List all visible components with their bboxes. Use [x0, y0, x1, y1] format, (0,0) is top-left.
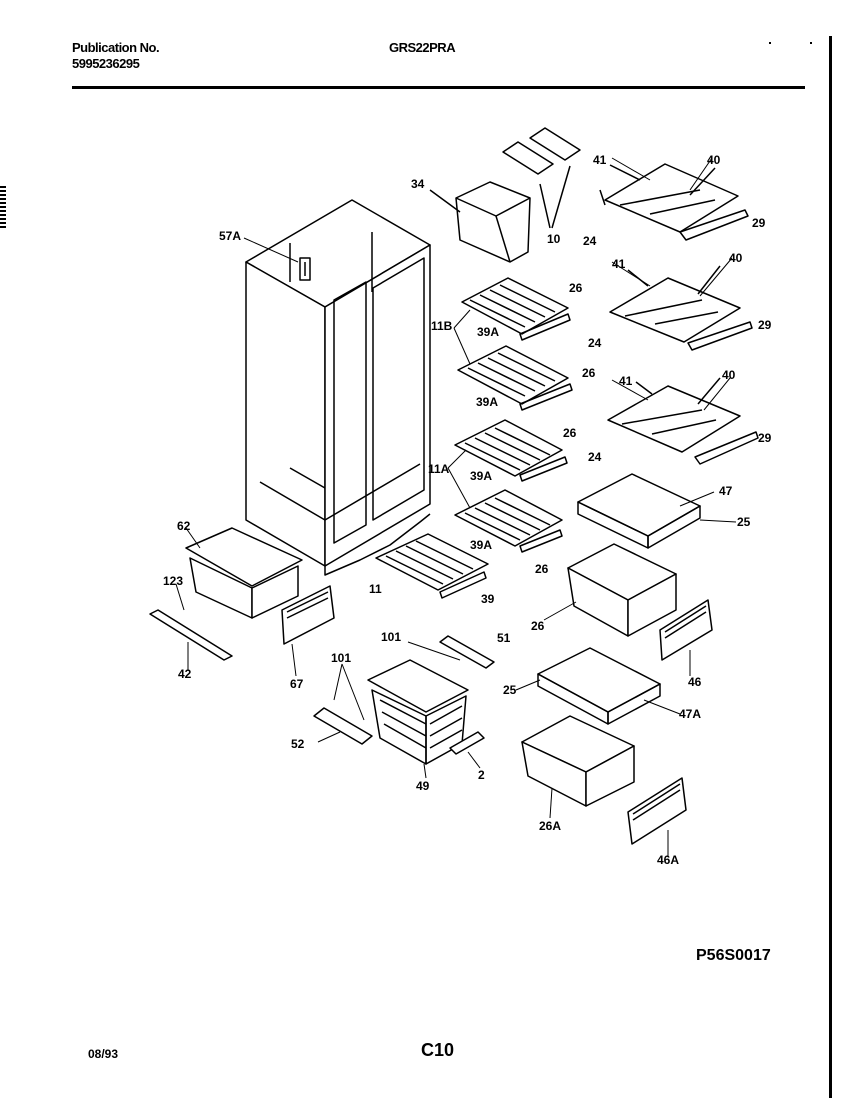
page-number: C10	[421, 1040, 455, 1060]
part-label-28: 39A	[476, 395, 498, 409]
part-label-11: 11	[369, 582, 382, 596]
part-label-46a: 46A	[657, 853, 679, 867]
bar-52	[313, 707, 373, 745]
part-label-101: 101	[381, 630, 401, 644]
part-label-39: 39	[481, 592, 495, 606]
drawing-code: P56S0017	[696, 947, 771, 964]
scan-edge-mark	[0, 186, 6, 228]
drawer-front-67	[281, 585, 335, 645]
part-label-62: 62	[177, 519, 191, 533]
glass-shelf-2	[609, 265, 753, 351]
part-label-25: 25	[503, 683, 517, 697]
scan-speck	[769, 42, 771, 44]
wire-shelf-11a-lower	[454, 489, 563, 553]
part-label-40: 40	[729, 251, 743, 265]
part-label-39a: 26	[535, 562, 549, 576]
crisper-cover-47	[577, 473, 701, 549]
wire-shelf-11b-lower	[457, 345, 573, 411]
part-2	[449, 731, 485, 755]
part-label-52: 52	[291, 737, 305, 751]
part-label-39a: 26	[582, 366, 596, 380]
freezer-drawer-62	[185, 527, 303, 619]
part-label-24: 24	[583, 234, 597, 248]
part-label-28: 39A	[470, 469, 492, 483]
part-label-28: 39A	[477, 325, 499, 339]
part-label-28: 39A	[470, 538, 492, 552]
slide-rail-42	[149, 609, 233, 661]
part-label-51: 51	[497, 631, 511, 645]
rail-51	[439, 635, 495, 669]
part-label-39a: 26	[563, 426, 577, 440]
part-label-41: 41	[593, 153, 607, 167]
issue-date: 08/93	[88, 1047, 119, 1061]
part-label-39a: 26	[569, 281, 583, 295]
part-label-101: 101	[331, 651, 351, 665]
drawer-front-46	[659, 599, 713, 661]
drawer-front-46a	[627, 777, 687, 845]
glass-shelf-1	[599, 163, 749, 241]
part-label-40: 40	[707, 153, 721, 167]
part-label-10: 10	[547, 232, 561, 246]
part-label-29: 29	[758, 431, 772, 445]
part-label-11a: 11A	[428, 462, 450, 476]
part-label-57a: 57A	[219, 229, 241, 243]
part-label-42: 42	[178, 667, 192, 681]
publication-label: Publication No.	[72, 40, 160, 55]
egg-trays-10	[502, 127, 581, 229]
part-label-67: 67	[290, 677, 304, 691]
cabinet-illustration	[245, 199, 431, 576]
scan-speck	[810, 42, 812, 44]
part-label-47: 47	[719, 484, 733, 498]
part-label-24: 24	[588, 450, 602, 464]
part-label-2: 2	[478, 768, 485, 782]
part-label-41: 41	[619, 374, 633, 388]
wire-shelf-11b-upper	[461, 277, 571, 341]
glass-shelf-3	[607, 377, 759, 465]
part-label-26a: 26A	[539, 819, 561, 833]
part-label-46: 46	[688, 675, 702, 689]
door-bin-34	[429, 181, 531, 263]
header-rule	[72, 86, 805, 89]
crisper-drawer-26	[567, 543, 677, 637]
part-label-24: 24	[588, 336, 602, 350]
part-label-47a: 47A	[679, 707, 701, 721]
part-label-29: 29	[758, 318, 772, 332]
part-label-40: 40	[722, 368, 736, 382]
part-label-26: 26	[531, 619, 545, 633]
part-label-41: 41	[612, 257, 626, 271]
publication-number: 5995236295	[72, 56, 140, 71]
model-number: GRS22PRA	[389, 40, 456, 55]
wire-basket-49	[367, 659, 469, 765]
wire-shelf-11	[375, 533, 489, 599]
part-label-11b: 11B	[431, 319, 453, 333]
page-border-right	[829, 36, 832, 1098]
wire-shelf-11a-upper	[454, 419, 568, 482]
part-label-29: 29	[752, 216, 766, 230]
part-label-25: 25	[737, 515, 751, 529]
part-label-34: 34	[411, 177, 425, 191]
part-label-123: 123	[163, 574, 183, 588]
drawer-26a	[521, 715, 635, 807]
crisper-cover-47a	[537, 647, 661, 725]
part-label-49: 49	[416, 779, 430, 793]
